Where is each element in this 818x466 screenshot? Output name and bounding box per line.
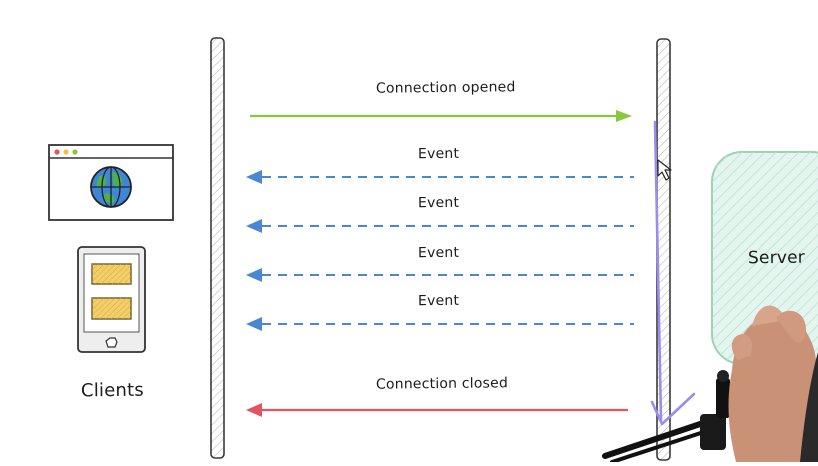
arrow-event-1 — [246, 170, 634, 184]
arrow-connection-opened — [250, 110, 632, 122]
message-label-connection-opened: Connection opened — [375, 79, 516, 97]
pointer-cursor-icon — [657, 159, 672, 181]
annotation-stroke — [650, 120, 696, 426]
globe-icon — [90, 166, 132, 208]
arrow-event-3 — [246, 268, 634, 282]
client-lifeline — [210, 37, 225, 459]
message-label-event-3: Event — [417, 244, 460, 262]
message-label-event-4: Event — [417, 292, 460, 310]
arrow-event-2 — [246, 219, 634, 233]
server-label: Server — [747, 247, 806, 269]
arrow-connection-closed — [246, 403, 628, 417]
arrow-event-4 — [246, 317, 634, 331]
message-label-event-1: Event — [417, 145, 460, 163]
message-label-connection-closed: Connection closed — [375, 375, 509, 393]
presenter-hand — [728, 305, 818, 462]
mobile-device-icon — [77, 246, 146, 353]
server-lifeline — [656, 38, 671, 461]
message-label-event-2: Event — [417, 194, 460, 212]
microphone-stand — [602, 370, 730, 464]
clients-label: Clients — [80, 379, 144, 402]
